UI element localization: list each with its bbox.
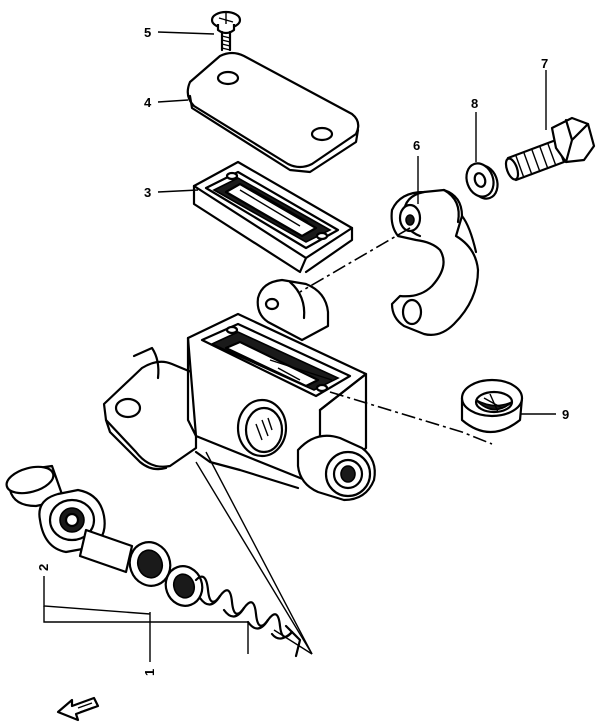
leader-lines xyxy=(43,31,556,662)
part-7-bolt xyxy=(504,116,596,182)
part-8-washer xyxy=(465,162,499,200)
part-3-diaphragm xyxy=(192,160,354,274)
part-4-reservoir-cap xyxy=(186,51,360,174)
part-6-clamp xyxy=(390,188,480,336)
part-9-cap xyxy=(460,378,524,433)
callout-4: 4 xyxy=(144,95,152,110)
callouts: 5 4 3 6 8 7 9 2 1 xyxy=(36,25,569,676)
callout-2: 2 xyxy=(36,564,51,571)
callout-6: 6 xyxy=(413,138,420,153)
part-5-screw xyxy=(210,10,242,52)
assembly-lines xyxy=(195,227,493,655)
master-cylinder-body xyxy=(102,278,376,502)
callout-7: 7 xyxy=(541,56,548,71)
front-direction-arrow-icon xyxy=(56,696,100,722)
piston-assembly xyxy=(5,464,302,658)
callout-9: 9 xyxy=(562,407,569,422)
callout-1: 1 xyxy=(142,669,157,676)
callout-5: 5 xyxy=(144,25,151,40)
callout-8: 8 xyxy=(471,96,478,111)
callout-3: 3 xyxy=(144,185,151,200)
